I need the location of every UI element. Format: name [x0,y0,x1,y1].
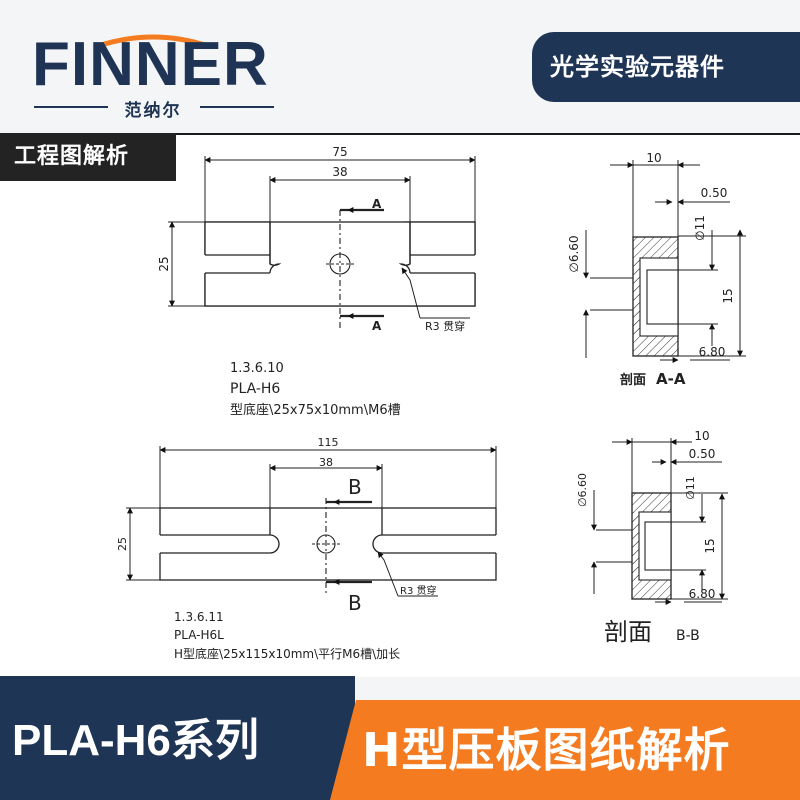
drawing2-code: 1.3.6.11 [174,610,224,624]
footer-series-banner: PLA-H6系列 [0,676,355,800]
footer-series: PLA-H6系列 [12,716,259,765]
drawing2-model: PLA-H6L [174,628,224,642]
section2-dim-depth: 15 [703,538,717,553]
section1-view [590,236,718,357]
logo-arc-icon [97,34,209,49]
drawing1-dim-height: 25 [157,256,171,271]
section2-dim-chamfer: 0.50 [689,447,716,461]
drawing2-section-mark-top: B [348,475,362,499]
section1-dim-depth: 15 [721,288,735,303]
section2-dim-bottom: 6.80 [689,587,716,601]
drawing1-dimensions [168,156,476,319]
brand-subtitle: 范纳尔 [28,96,278,121]
section2-view [596,492,706,600]
brand-sub-text: 范纳尔 [124,101,182,121]
section2-label-prefix: 剖面 [604,618,652,646]
drawing1-plate [204,221,476,307]
brand-logo: FINNER 范纳尔 [28,30,278,121]
section2-dim-counterbore: ∅11 [684,476,697,500]
drawing1-model: PLA-H6 [230,381,280,397]
brand-name: FINNER [32,30,269,99]
drawing2-dim-height: 25 [116,537,129,551]
section1-dim-hole: ∅6.60 [567,235,581,272]
section1-dim-counterbore: ∅11 [693,215,707,241]
drawing2-section-mark-bottom: B [348,591,362,615]
category-badge: 光学实验元器件 [532,32,800,102]
drawing1-dim-slot: 38 [332,165,347,179]
section1-label-prefix: 剖面 [620,372,646,388]
drawing1-radius-note: R3 贯穿 [425,319,465,333]
section1-label-mark: A-A [656,370,686,388]
drawing1-dim-overall: 75 [332,145,347,159]
drawing2-dimensions [126,446,497,597]
drawing2-dim-slot: 38 [319,456,333,469]
section2-dim-hole: ∅6.60 [576,473,589,507]
drawing1-desc: 型底座\25x75x10mm\M6槽 [230,402,401,418]
section2-label-mark: B-B [676,628,700,644]
footer-title-banner: H型压板图纸解析 [330,700,800,800]
panel-tag: 工程图解析 [0,133,176,181]
drawing1-section-mark-bottom: A [372,319,382,333]
drawing1-section-mark-top: A [372,197,382,211]
section2-dim-width: 10 [694,429,709,443]
section1-dim-bottom: 6.80 [699,345,726,359]
drawing2-desc: H型底座\25x115x10mm\平行M6槽\加长 [174,646,400,661]
drawing2-center-hole [312,498,340,596]
section1-dim-chamfer: 0.50 [701,186,728,200]
drawing1-code: 1.3.6.10 [230,361,284,376]
drawing2-radius-note: R3 贯穿 [400,584,437,597]
section1-dim-width: 10 [646,151,661,165]
section2-dimensions [591,438,728,605]
drawing1-center-hole [326,210,354,330]
section1-dimensions [583,160,746,363]
footer-title: H型压板图纸解析 [362,723,731,777]
drawing2-dim-overall: 115 [318,436,339,449]
